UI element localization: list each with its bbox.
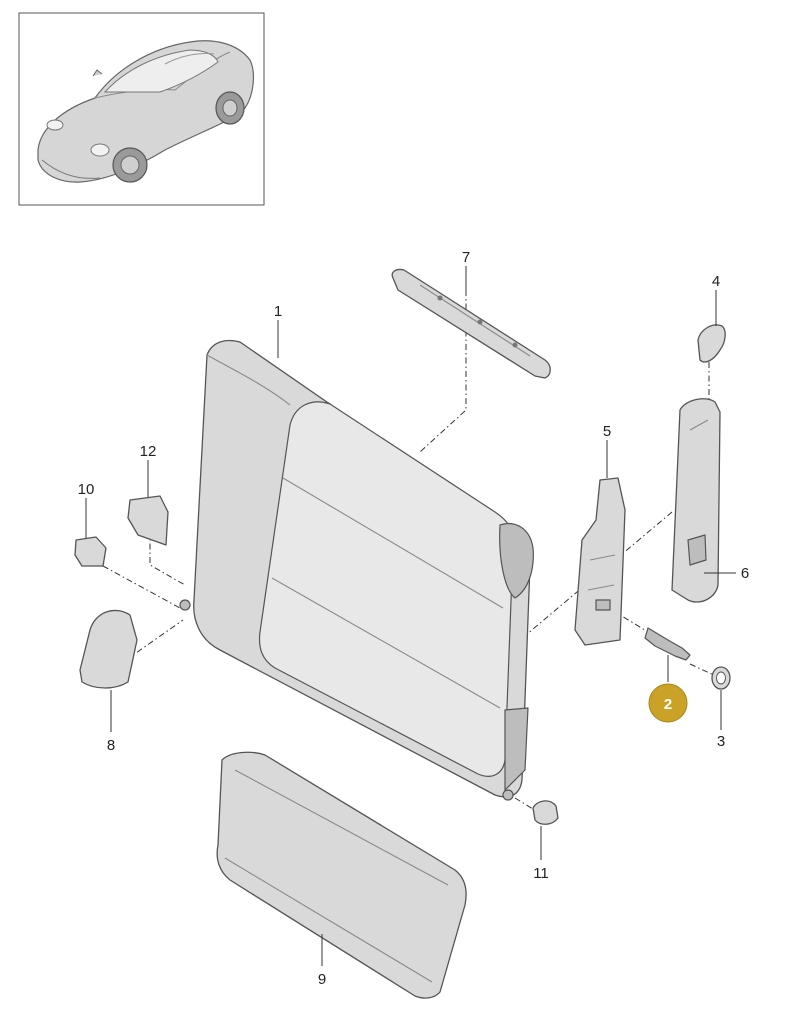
part-2-bolt[interactable]	[644, 627, 691, 661]
callout-2[interactable]: 2	[664, 696, 672, 713]
callout-labels: 1 7 4 5 6 3 12 10 8 9 11	[78, 249, 750, 988]
callout-1[interactable]: 1	[274, 303, 282, 320]
callout-10[interactable]: 10	[78, 481, 95, 498]
part-11-push-pin[interactable]	[532, 800, 559, 825]
callout-2-highlight[interactable]: 2	[648, 683, 688, 723]
callout-6[interactable]: 6	[741, 565, 749, 582]
callout-11[interactable]: 11	[533, 865, 549, 882]
part-1-backrest[interactable]	[179, 339, 534, 801]
part-4-knob[interactable]	[697, 324, 726, 363]
car-illustration	[37, 40, 255, 183]
part-8-hinge-cover[interactable]	[79, 609, 138, 689]
part-7-trim-strip[interactable]	[391, 268, 551, 379]
callout-9[interactable]: 9	[318, 971, 326, 988]
part-10-fastener[interactable]	[74, 536, 107, 567]
callout-8[interactable]: 8	[107, 737, 115, 754]
part-6-side-cover[interactable]	[671, 398, 721, 603]
leader-lines	[85, 266, 736, 966]
part-5-bracket[interactable]	[574, 477, 626, 646]
part-3-washer[interactable]	[711, 666, 731, 690]
callout-7[interactable]: 7	[462, 249, 470, 266]
vehicle-thumbnail[interactable]	[18, 12, 265, 206]
callout-5[interactable]: 5	[603, 423, 611, 440]
callout-4[interactable]: 4	[712, 273, 720, 290]
callout-3[interactable]: 3	[717, 733, 725, 750]
highlight-badge[interactable]	[648, 683, 688, 723]
part-12-clip[interactable]	[127, 495, 169, 546]
callout-12[interactable]: 12	[140, 443, 157, 460]
part-9-rear-panel[interactable]	[216, 751, 467, 999]
